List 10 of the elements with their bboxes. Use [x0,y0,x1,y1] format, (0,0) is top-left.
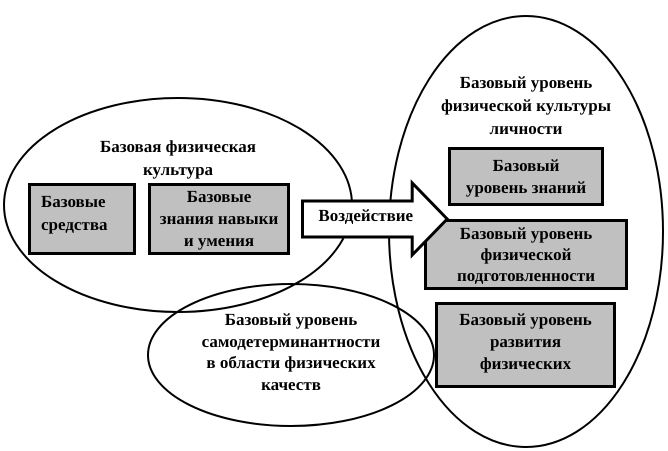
concept-box: Базовые знания навыки и умения [148,183,290,255]
ellipse-region [147,283,435,427]
concept-box: Базовый уровень знаний [448,147,604,206]
region-title: Базовая физическая культура [99,136,257,181]
concept-box: Базовый уровень развития физических [435,302,616,388]
concept-box: Базовые средства [28,183,136,255]
concept-box: Базовый уровень физической подготовленности [424,219,628,290]
region-title: Базовый уровень физической культуры личности [440,72,612,140]
edge-label: Воздействие [317,206,414,226]
region-title: Базовый уровень самодетерминантности в области физических качеств [200,309,382,395]
